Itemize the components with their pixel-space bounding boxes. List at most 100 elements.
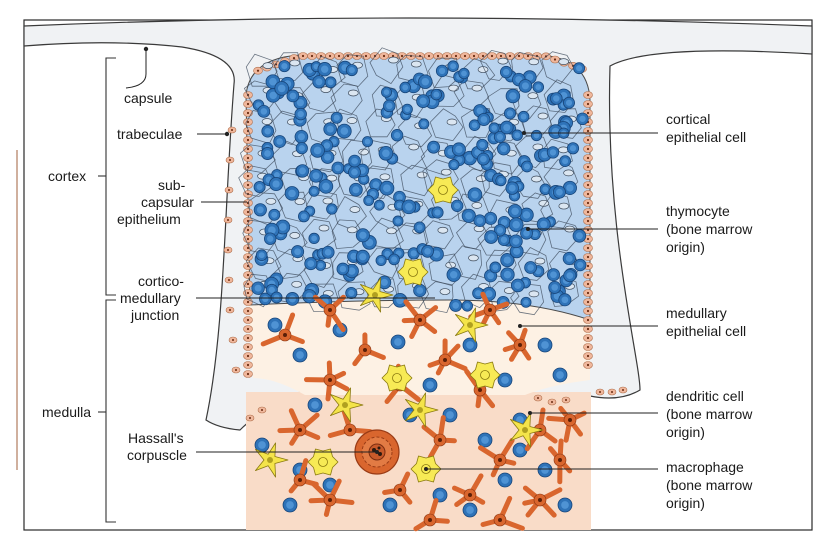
cortical-epithelial-nucleus (440, 168, 452, 176)
thymocyte (572, 229, 587, 243)
thymocyte (532, 81, 545, 93)
subcapsular-cell (583, 136, 593, 144)
thymocyte (539, 183, 552, 196)
subcapsular-cell (243, 280, 253, 288)
subcapsular-cell (243, 370, 253, 378)
subcapsular-cell (583, 190, 593, 198)
cortical-epithelial-nucleus (448, 84, 459, 92)
trabecular-cell (223, 246, 233, 254)
thymocyte (336, 123, 352, 139)
thymocyte (524, 261, 537, 274)
thymocyte (294, 129, 309, 144)
thymocyte (493, 130, 506, 143)
label-cortex: cortex (48, 168, 86, 184)
cortical-epithelial-cell (460, 107, 493, 139)
label-medullary-epithelial-1: medullary (666, 305, 727, 321)
subcapsular-cell (424, 52, 434, 60)
thymocyte (503, 107, 517, 120)
subcapsular-cell (379, 52, 389, 60)
trabecular-cell (225, 306, 235, 314)
medullary-epithelial-cell (478, 437, 517, 478)
thymocyte (253, 203, 267, 217)
thymocyte (484, 230, 498, 244)
subcapsular-cell (243, 325, 253, 333)
thymocyte (548, 280, 562, 294)
dot-dendritic (528, 411, 532, 415)
thymocyte (537, 337, 553, 353)
cortical-epithelial-nucleus (320, 86, 332, 93)
thymocyte (418, 74, 433, 89)
cortical-epithelial-nucleus (439, 288, 451, 295)
subcapsular-cell (243, 217, 253, 225)
thymocyte (392, 215, 404, 227)
macrophage (397, 258, 429, 286)
subcapsular-cell (583, 352, 593, 360)
thymocyte (273, 135, 287, 148)
dot-macrophage (424, 467, 428, 471)
thymocyte (547, 268, 560, 282)
dendritic-cells (255, 277, 544, 478)
cortical-epithelial-cell (305, 189, 339, 220)
label-subcapsular-1: sub- (158, 177, 186, 193)
dendritic-cell (405, 392, 439, 428)
medullary-epithelial-cell (288, 458, 319, 494)
thymocyte (375, 254, 387, 267)
cortical-epithelial-cell (243, 273, 273, 308)
thymocyte (251, 281, 265, 295)
thymocyte (446, 267, 461, 282)
cortical-epithelial-cell (278, 191, 309, 223)
thymocyte (484, 211, 498, 225)
subcapsular-cell (583, 100, 593, 108)
cortical-epithelial-nucleus (318, 224, 330, 232)
thymocyte (309, 168, 323, 183)
thymocyte (462, 502, 478, 518)
cortical-epithelial-cell (331, 219, 366, 250)
thymocyte (383, 99, 396, 113)
subcapsular-cell (583, 307, 593, 315)
label-macrophage-1: macrophage (666, 459, 744, 475)
subcapsular-cell (243, 208, 253, 216)
thymocyte (355, 228, 370, 243)
cortical-epithelial-nucleus (416, 171, 428, 179)
cortical-epithelial-cell (238, 165, 274, 198)
subcapsular-cell (243, 235, 253, 243)
thymocyte (323, 122, 338, 136)
thymocyte (285, 292, 300, 306)
label-medulla: medulla (42, 404, 91, 420)
subcapsular-cell (583, 244, 593, 252)
thymocyte (562, 251, 576, 266)
thymocyte (345, 64, 358, 77)
cortical-epithelial-nucleus (558, 202, 570, 210)
thymocyte (530, 129, 543, 142)
subcapsular-cell (583, 289, 593, 297)
thymocyte (307, 397, 323, 413)
cortical-epithelial-nucleus (468, 254, 479, 262)
label-macrophage-2: (bone marrow (666, 477, 753, 493)
cortical-epithelial-cell (514, 134, 550, 169)
dendritic-cell (360, 277, 394, 313)
dendritic-cell (510, 412, 544, 448)
cortical-epithelial-nucleus (408, 143, 420, 151)
medullary-epithelial-cell (480, 495, 525, 531)
thymocyte (315, 259, 327, 271)
subcapsular-cell (307, 52, 317, 60)
cortical-epithelial-cell (431, 187, 467, 221)
thymocyte (563, 96, 575, 109)
thymocyte (382, 497, 398, 513)
macrophage (427, 176, 459, 204)
subcapsular-cell (253, 66, 263, 75)
subcapsular-cell (487, 52, 497, 60)
thymocyte (448, 159, 460, 171)
label-hassall-2: corpuscle (127, 447, 187, 463)
thymocyte (422, 377, 438, 393)
cortical-epithelial-nucleus (537, 112, 549, 120)
thymocyte (291, 245, 305, 259)
thymocyte (495, 174, 507, 187)
cortical-epithelial-nucleus (558, 146, 569, 154)
thymocyte (294, 107, 307, 121)
thymocyte (546, 146, 560, 159)
thymocyte (566, 142, 580, 155)
medullary-epithelial-cell (413, 498, 450, 532)
macrophage (307, 448, 339, 476)
cortical-epithelial-nucleus (379, 173, 391, 181)
